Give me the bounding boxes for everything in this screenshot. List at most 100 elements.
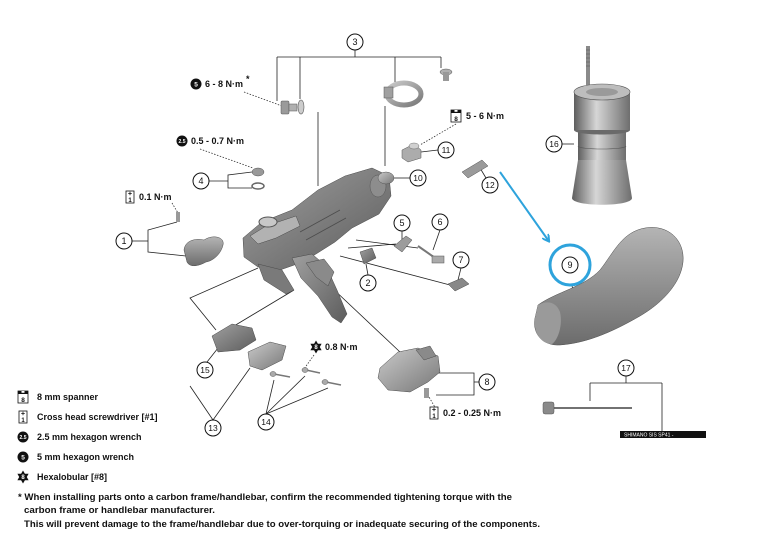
- callout-15: 15: [196, 361, 214, 379]
- part-1-cover: [183, 236, 224, 266]
- tool-glyph: 2.5: [20, 435, 27, 441]
- callout-circle: [617, 359, 635, 377]
- legend-label: 2.5 mm hexagon wrench: [37, 432, 142, 442]
- callout-number: 10: [413, 173, 423, 183]
- legend-label: Hexalobular [#8]: [37, 472, 107, 482]
- callout-8: 8: [478, 373, 496, 391]
- clamp-bolt-head: [280, 100, 290, 115]
- tool-glyph: 8: [21, 397, 25, 404]
- callout-circle: [478, 373, 496, 391]
- part-1-screw: [176, 212, 180, 222]
- clamp-band-tab: [383, 86, 394, 99]
- spanner-icon: 8: [450, 109, 462, 123]
- callout-circle: [431, 213, 449, 231]
- callout-11: 11: [437, 141, 455, 159]
- part-5: [393, 235, 413, 253]
- callout-10: 10: [409, 169, 427, 187]
- callout-number: 1: [121, 236, 126, 246]
- legend-label: 8 mm spanner: [37, 392, 99, 402]
- callout-circle: [346, 33, 364, 51]
- tool-glyph: 5: [194, 81, 198, 88]
- leader-lines: [132, 50, 663, 431]
- legend-label: Cross head screwdriver [#1]: [37, 412, 158, 422]
- clamp-washer: [297, 99, 305, 115]
- screwdriver-icon: 1: [125, 190, 135, 204]
- callout-14: 14: [257, 413, 275, 431]
- callout-circle: [545, 135, 563, 153]
- callout-number: 7: [458, 255, 463, 265]
- callout-number: 9: [567, 260, 572, 270]
- part-8-screw: [424, 388, 429, 398]
- callout-5: 5: [393, 214, 411, 232]
- part-8-tab: [415, 345, 437, 361]
- torque-value: 0.8 N·m: [325, 342, 358, 352]
- torque-value: 6 - 8 N·m: [205, 79, 243, 89]
- callout-circle: [196, 361, 214, 379]
- callout-13: 13: [204, 419, 222, 437]
- hex-wrench-icon: 5: [190, 78, 202, 90]
- callout-circle: [359, 274, 377, 292]
- callout-9: 9: [561, 256, 579, 274]
- tool-glyph: 1: [432, 414, 436, 420]
- hexalobular-icon: 8: [310, 340, 322, 354]
- callout-number: 5: [399, 218, 404, 228]
- callout-number: 17: [621, 363, 631, 373]
- torque-spec-part-14: 8 0.8 N·m: [310, 340, 358, 354]
- callout-number: 4: [198, 176, 203, 186]
- screwdriver-icon: 1: [18, 410, 28, 424]
- lever-body-cap: [258, 216, 278, 228]
- tool-glyph: 8: [21, 475, 25, 481]
- part-2: [359, 247, 377, 265]
- screwdriver-icon: 1: [429, 406, 439, 420]
- torque-specs: 5 6 - 8 N·m * 2.5 0.5 - 0.7 N·m 1 0.1 N·…: [125, 74, 504, 420]
- legend-item-hex-2-5: 2.5 2.5 mm hexagon wrench: [17, 431, 142, 443]
- callout-number: 16: [549, 139, 559, 149]
- tool-glyph: 1: [128, 198, 132, 204]
- torque-value: 0.5 - 0.7 N·m: [191, 136, 244, 146]
- callout-circle: [257, 413, 275, 431]
- part-9-hood: [534, 227, 684, 346]
- callout-circle: [192, 172, 210, 190]
- hex-wrench-icon: 5: [17, 451, 29, 463]
- callout-2: 2: [359, 274, 377, 292]
- callout-circle: [561, 256, 579, 274]
- callout-16: 16: [545, 135, 563, 153]
- callout-12: 12: [481, 176, 499, 194]
- tool-glyph: 5: [21, 454, 25, 461]
- tool-glyph: 1: [21, 418, 25, 424]
- part-6-block: [431, 255, 445, 264]
- lever-body-lower: [257, 263, 295, 295]
- legend-label: 5 mm hexagon wrench: [37, 452, 134, 462]
- torque-value: 0.1 N·m: [139, 192, 172, 202]
- callout-1: 1: [115, 232, 133, 250]
- part-17-cable-end: [542, 401, 555, 415]
- torque-spec-part-1: 1 0.1 N·m: [125, 190, 172, 204]
- spanner-icon: 8: [17, 390, 29, 404]
- legend-item-screwdriver: 1 Cross head screwdriver [#1]: [18, 410, 158, 424]
- callout-number: 15: [200, 365, 210, 375]
- torque-value: 0.2 - 0.25 N·m: [443, 408, 501, 418]
- callout-6: 6: [431, 213, 449, 231]
- parts: SHIMANO SIS SP41 -: [176, 46, 706, 439]
- part-14-screws: [269, 367, 342, 386]
- part-13: [247, 341, 287, 371]
- torque-spec-part-8: 1 0.2 - 0.25 N·m: [429, 406, 501, 420]
- callout-3: 3: [346, 33, 364, 51]
- clamp-bolt-shank: [288, 103, 298, 112]
- callout-7: 7: [452, 251, 470, 269]
- part-10: [377, 171, 395, 185]
- legend-item-hex-5: 5 5 mm hexagon wrench: [17, 451, 134, 463]
- shift-lever: [305, 258, 335, 287]
- torque-spec-part-11: 8 5 - 6 N·m: [450, 109, 504, 123]
- callout-circle: [481, 176, 499, 194]
- callout-circle: [393, 214, 411, 232]
- legend-item-spanner: 8 8 mm spanner: [17, 390, 99, 404]
- callout-number: 13: [208, 423, 218, 433]
- hex-wrench-icon: 2.5: [17, 431, 29, 443]
- hexalobular-icon: 8: [17, 470, 29, 484]
- part-15: [211, 323, 257, 353]
- highlight-arrow: [499, 171, 548, 240]
- lever-body-ridge: [299, 209, 347, 241]
- callout-number: 3: [352, 37, 357, 47]
- tool-legend: 8 8 mm spanner 1 Cross head screwdriver …: [17, 390, 158, 484]
